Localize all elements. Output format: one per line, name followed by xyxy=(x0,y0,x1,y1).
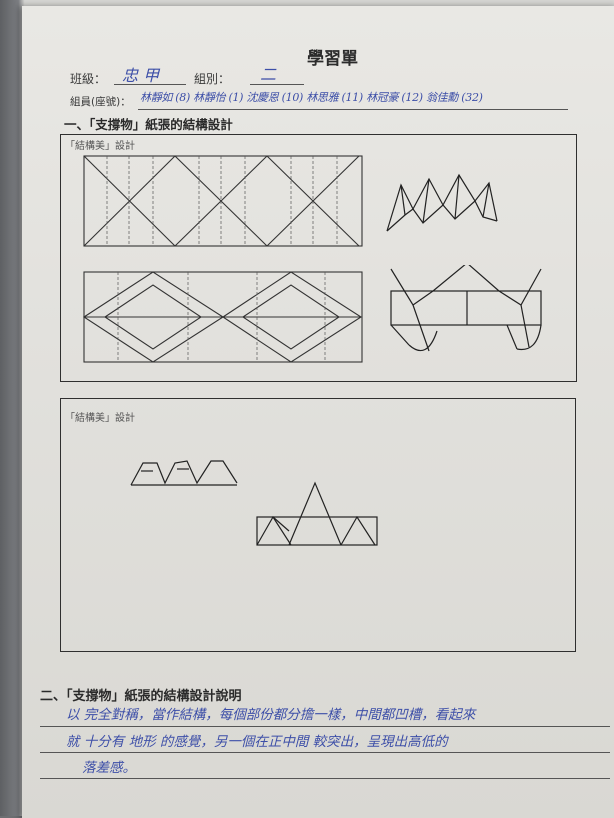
design-box-2: 「結構美」設計 xyxy=(60,398,576,652)
zigzag-sketch xyxy=(386,173,498,232)
fold-pattern-1 xyxy=(83,155,363,247)
design-box-2-label: 「結構美」設計 xyxy=(65,413,135,424)
ruled-line-1 xyxy=(40,726,610,727)
worksheet-paper: 學習單 班級： 忠 甲 組別： 二 組員(座號)： 林靜如 (8) 林靜怡 (1… xyxy=(22,6,614,818)
members-label: 組員(座號)： xyxy=(70,96,131,108)
members-value: 林靜如 (8) 林靜怡 (1) 沈慶恩 (10) 林思雅 (11) 林冠豪 (1… xyxy=(140,91,483,104)
design-box-1-label: 「結構美」設計 xyxy=(65,141,135,152)
group-label: 組別： xyxy=(194,72,231,86)
ruled-line-2 xyxy=(40,752,610,753)
class-underline xyxy=(114,84,186,85)
design-box-1: 「結構美」設計 xyxy=(60,134,577,382)
peak-sketch xyxy=(256,481,378,546)
class-value: 忠 甲 xyxy=(122,66,160,85)
class-label: 班級： xyxy=(70,72,107,86)
page-title: 學習單 xyxy=(307,49,358,69)
explanation-line-2: 就 十分有 地形 的感覺，另一個在正中間 較突出，呈現出高低的 xyxy=(66,734,448,750)
crown-sketch xyxy=(390,265,542,352)
ruled-line-3 xyxy=(40,778,610,779)
explanation-line-3: 落差感。 xyxy=(82,760,136,776)
section1-heading: 一、「支撐物」紙張的結構設計 xyxy=(64,117,233,132)
section2-heading: 二、「支撐物」紙張的結構設計說明 xyxy=(40,689,242,704)
explanation-line-1: 以 完全對稱，當作結構，每個部份都分擔一樣，中間都凹槽，看起來 xyxy=(66,707,476,723)
group-value: 二 xyxy=(260,65,277,84)
members-underline xyxy=(138,109,568,110)
mountain-sketch xyxy=(130,460,238,486)
group-underline xyxy=(250,84,304,85)
fold-pattern-2 xyxy=(83,271,363,363)
